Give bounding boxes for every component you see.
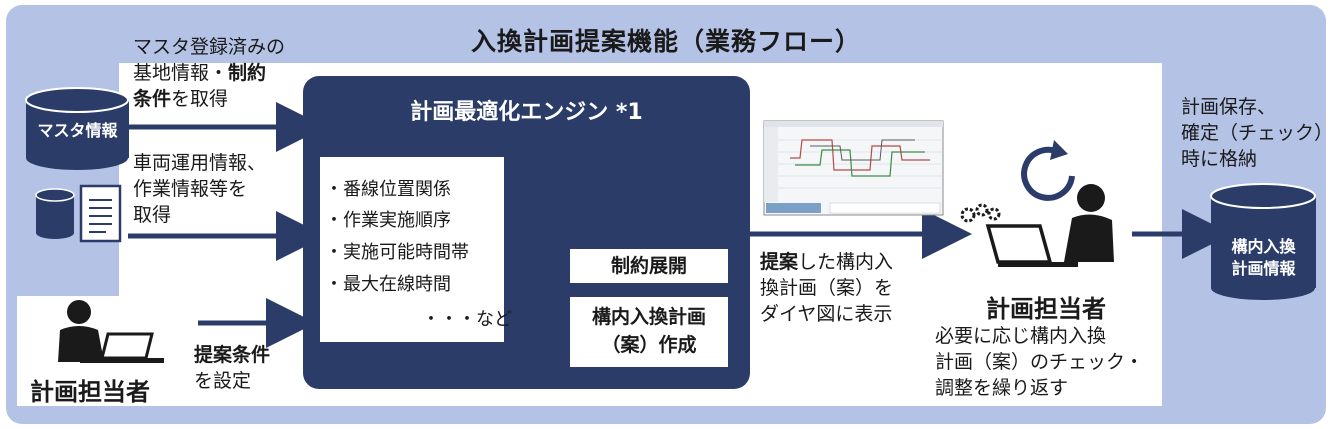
planner-label-left: 計画担当者 xyxy=(30,378,150,406)
planner-label-right: 計画担当者 xyxy=(986,295,1106,323)
engine-title: 計画最適化エンジン *1 xyxy=(410,100,643,125)
condition-description: 提案条件 を設定 xyxy=(194,344,271,392)
constraint-item: ・番線位置関係 xyxy=(325,179,451,200)
document-icon xyxy=(79,184,122,243)
constraint-item: ・最大在線時間 xyxy=(325,274,451,295)
constraint-item: ・実施可能時間帯 xyxy=(325,242,469,263)
planner-description: 必要に応じ構内入換 計画（案）のチェック・ 調整を繰り返す xyxy=(935,325,1144,399)
constraint-list-box xyxy=(320,157,504,342)
planner-at-laptop-icon xyxy=(58,300,164,363)
plan-creation-box: 構内入換計画 （案）作成 xyxy=(570,297,728,367)
plan-database-icon xyxy=(1210,183,1316,300)
constraint-expansion-box: 制約展開 xyxy=(570,249,728,283)
constraint-item: ・作業実施順序 xyxy=(325,210,451,231)
proposal-description: 提案した構内入 換計画（案）を ダイヤ図に表示 xyxy=(760,251,894,325)
planner-with-gears-icon xyxy=(960,184,1114,267)
vehicle-description: 車両運用情報、 作業情報等を 取得 xyxy=(133,152,267,226)
dia-chart-screenshot xyxy=(763,120,944,216)
master-database-icon xyxy=(25,87,129,170)
storage-description: 計画保存、 確定（チェック） 時に格納 xyxy=(1181,96,1332,170)
constraint-item-etc: ・・・など xyxy=(422,309,512,330)
master-db-label: マスタ情報 xyxy=(37,121,118,140)
vehicle-database-icon xyxy=(35,188,75,239)
plan-db-label: 構内入換 計画情報 xyxy=(1231,237,1296,278)
diagram-title: 入換計画提案機能（業務フロー） xyxy=(470,27,861,56)
master-description: マスタ登録済みの 基地情報・制約 条件を取得 xyxy=(133,36,286,110)
refresh-cycle-icon xyxy=(1021,140,1075,201)
